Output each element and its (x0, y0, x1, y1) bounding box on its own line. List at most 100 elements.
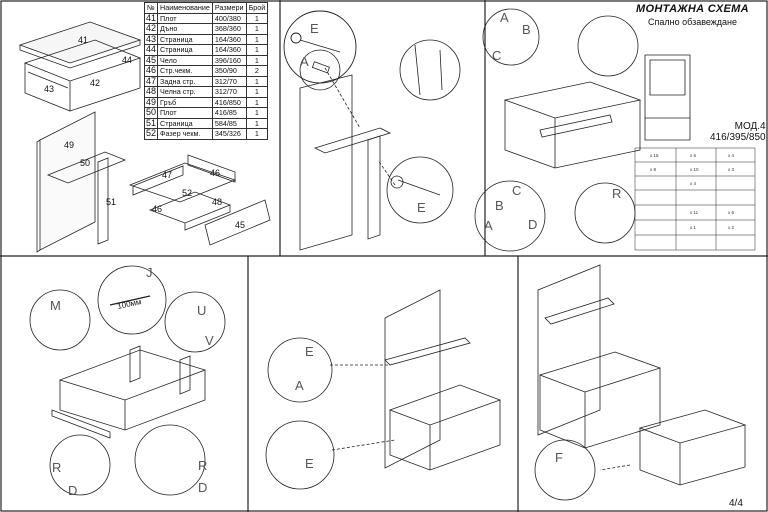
callout-J: J (146, 265, 153, 280)
callout-E-p5b: E (305, 456, 314, 471)
svg-text:x 6: x 6 (728, 210, 735, 215)
cell-name: Гръб (157, 96, 213, 108)
col-size: Размери (211, 2, 247, 14)
cell-name: Задна стр. (157, 75, 213, 87)
cell-num: 50 (143, 107, 159, 119)
model-info: МОД.4 416/395/850 (710, 121, 766, 143)
callout-U: U (197, 303, 206, 318)
label-51: 51 (106, 197, 116, 207)
back-panel-49 (36, 111, 96, 253)
cell-qty: 1 (245, 12, 269, 24)
cell-qty: 1 (245, 86, 269, 98)
col-name: Наименование (157, 2, 213, 14)
cell-qty: 1 (245, 107, 269, 119)
svg-text:x 3: x 3 (728, 167, 735, 172)
cell-qty: 1 (245, 75, 269, 87)
parts-table-header: № Наименование Размери Брой (143, 2, 269, 14)
panel2-circle-E (283, 10, 357, 84)
cell-name: Фазер чекм. (157, 128, 213, 140)
cell-qty: 1 (245, 96, 269, 108)
cell-name: Челна стр. (157, 86, 213, 98)
sheet-title: МОНТАЖНА СХЕМА (636, 3, 749, 15)
panel2-circle-A (299, 49, 341, 91)
cell-size: 164/360 (211, 44, 247, 56)
svg-text:x 2: x 2 (728, 225, 735, 230)
label-48: 48 (212, 197, 222, 207)
svg-text:x 4: x 4 (728, 153, 735, 158)
label-52: 52 (182, 188, 192, 198)
cell-size: 312/70 (211, 86, 247, 98)
cell-name: Страница (157, 33, 213, 45)
model-dimensions: 416/395/850 (710, 132, 766, 143)
callout-R-b: R (198, 458, 207, 473)
label-47: 47 (162, 170, 172, 180)
sheet-subtitle: Спално обзавеждане (648, 17, 738, 27)
svg-text:x 15: x 15 (650, 153, 659, 158)
label-46a: 46 (210, 168, 220, 178)
cell-name: Страница (157, 117, 213, 129)
label-50: 50 (80, 158, 90, 168)
callout-R-p3: R (612, 186, 621, 201)
cell-qty: 1 (245, 117, 269, 129)
page-number: 4/4 (729, 498, 743, 509)
cell-size: 416/850 (211, 96, 247, 108)
callout-F: F (555, 450, 563, 465)
dimension-label: 100мм (117, 297, 143, 311)
callout-C-p3: C (492, 48, 501, 63)
svg-text:x 10: x 10 (690, 167, 699, 172)
cell-size: 350/90 (211, 65, 247, 77)
cell-name: Дъно (157, 23, 213, 35)
cell-qty: 1 (245, 128, 269, 140)
callout-E-bottom: E (417, 200, 426, 215)
cell-num: 45 (143, 54, 159, 66)
panel4-drawer (58, 345, 207, 431)
cell-size: 164/360 (211, 33, 247, 45)
panel3-hardware-grid (634, 147, 756, 251)
cell-num: 49 (143, 96, 159, 108)
top-panel-41 (18, 21, 142, 69)
callout-E-top: E (310, 21, 319, 36)
panel2-back (299, 74, 392, 251)
callout-letters: E A E A B C B C A D R M J U V R D R D E … (50, 10, 621, 498)
hardware-legend: x 15 x 6 x 4 x 8 x 10 x 3 x 4 x 11 x 6 x… (650, 153, 735, 230)
cell-name: Стр.чекм. (157, 65, 213, 77)
label-45: 45 (235, 220, 245, 230)
cell-size: 416/85 (211, 107, 247, 119)
svg-text:x 4: x 4 (690, 181, 697, 186)
cell-size: 400/380 (211, 12, 247, 24)
cell-size: 368/360 (211, 23, 247, 35)
cell-size: 396/160 (211, 54, 247, 66)
panel6-circle (534, 439, 596, 501)
panel6-drawer (638, 409, 747, 486)
cell-size: 345/326 (211, 128, 247, 140)
cell-qty: 1 (245, 54, 269, 66)
cell-size: 312/70 (211, 75, 247, 87)
cell-num: 46 (143, 65, 159, 77)
svg-text:x 6: x 6 (690, 153, 697, 158)
panel5-circles (265, 337, 335, 490)
panel4-rail (51, 409, 111, 439)
cell-num: 51 (143, 117, 159, 129)
panel5-cabinet (384, 289, 502, 471)
panel-number-labels: 41 42 43 44 45 46 46 47 48 49 50 51 52 (44, 35, 245, 230)
drawer-parts-46-48 (128, 154, 237, 231)
cell-num: 44 (143, 44, 159, 56)
cell-qty: 1 (245, 44, 269, 56)
panel3-carcass (503, 81, 642, 169)
callout-B-p3: B (522, 22, 531, 37)
side-51 (97, 157, 109, 245)
shelf-50 (46, 151, 127, 184)
cell-name: Чело (157, 54, 213, 66)
col-num: № (143, 2, 159, 14)
